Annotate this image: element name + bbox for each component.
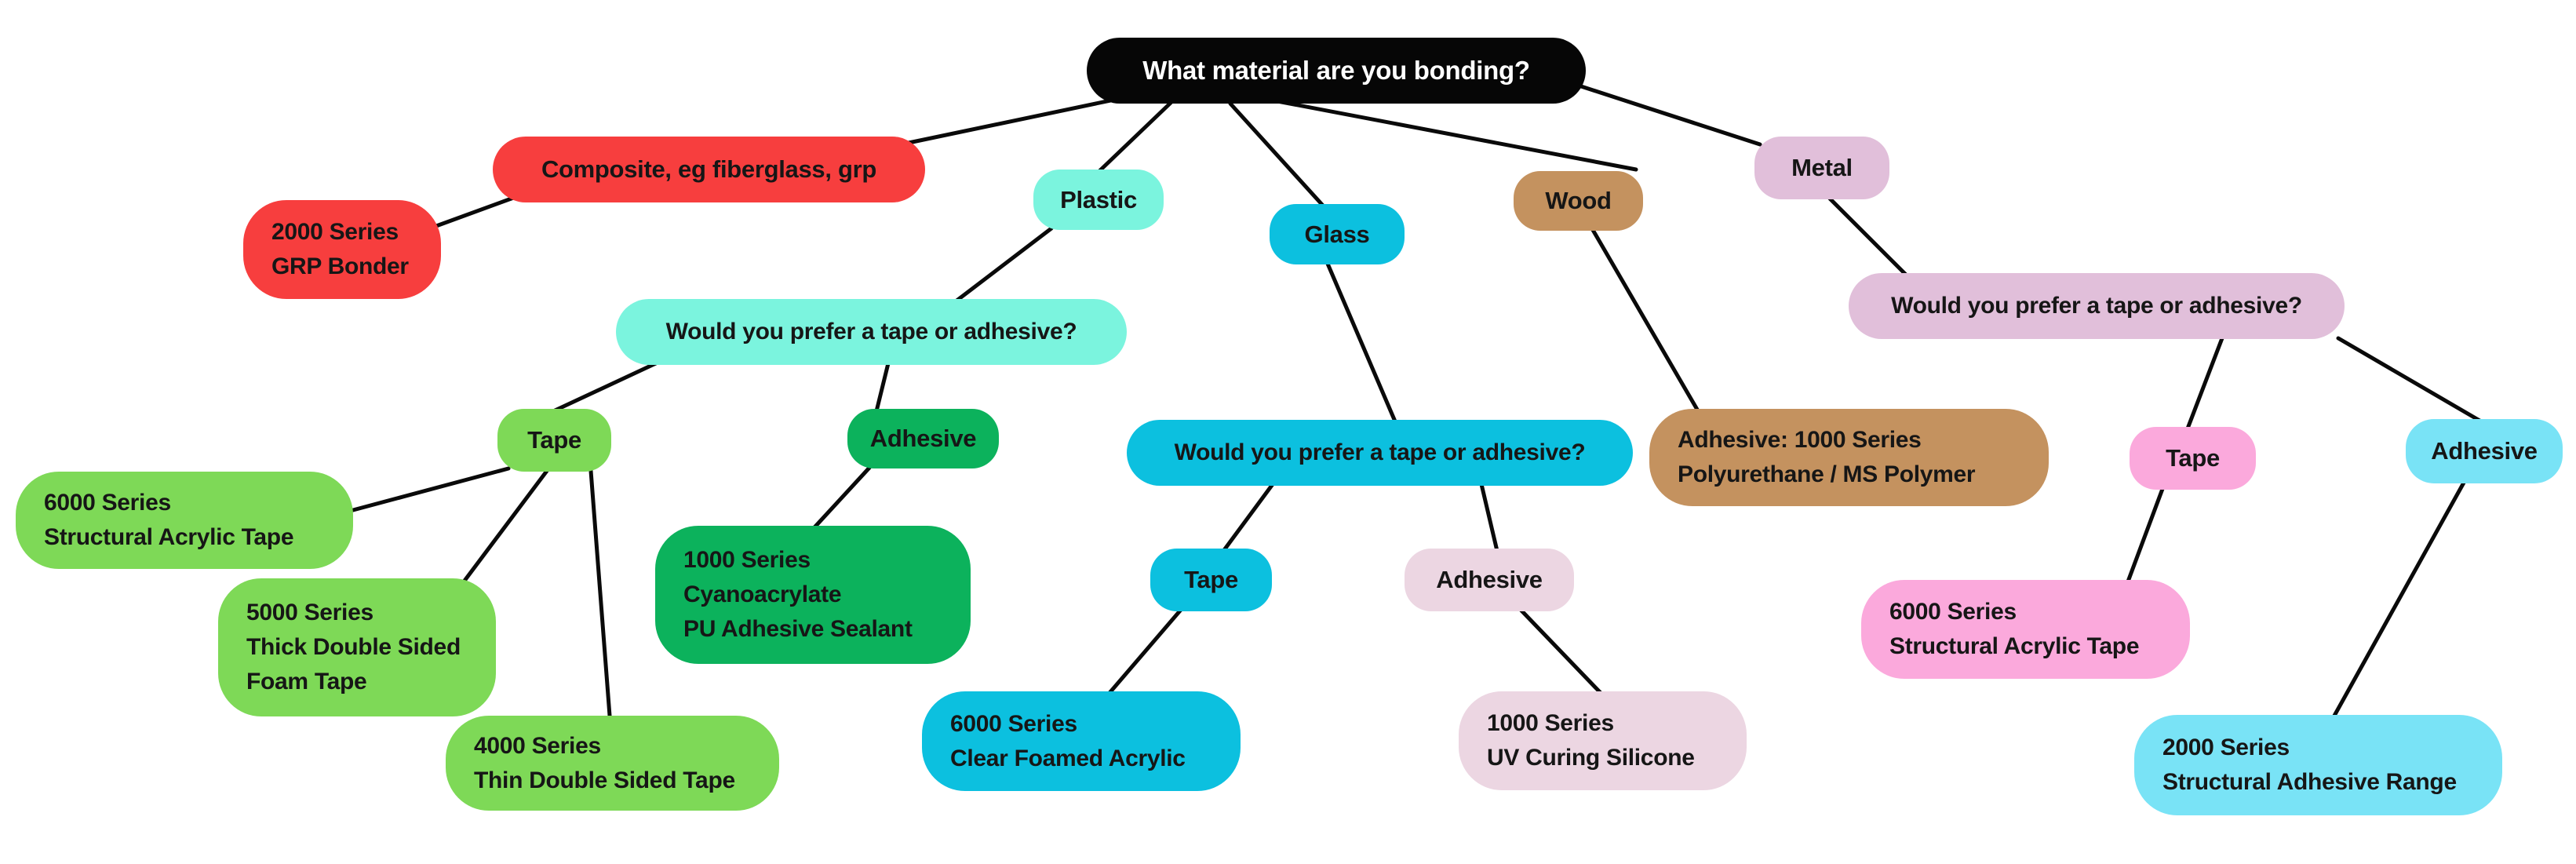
edge-adhesive-glass-s1000-glass	[1518, 607, 1603, 695]
node-s6000-glass-line-2: Clear Foamed Acrylic	[950, 745, 1186, 771]
node-plastic-line-1: Plastic	[1060, 185, 1137, 213]
node-composite: Composite, eg fiberglass, grp	[493, 137, 925, 202]
node-glass-line-1: Glass	[1304, 220, 1370, 248]
node-s1000-glass-line-2: UV Curing Silicone	[1487, 745, 1695, 771]
node-tape-metal-line-1: Tape	[2166, 444, 2220, 472]
node-plastic: Plastic	[1033, 170, 1164, 230]
node-s1000-plastic-line-1: 1000 Series	[683, 547, 811, 573]
node-s2000-metal-line-2: Structural Adhesive Range	[2162, 769, 2457, 795]
edge-root-composite	[906, 97, 1120, 145]
edge-plastic-q-plastic	[953, 226, 1054, 304]
node-adhesive-metal-line-1: Adhesive	[2431, 437, 2538, 465]
node-q-glass-line-1: Would you prefer a tape or adhesive?	[1174, 439, 1586, 465]
node-s1000-plastic-line-2: Cyanoacrylate	[683, 581, 842, 607]
node-q-metal: Would you prefer a tape or adhesive?	[1849, 273, 2345, 339]
edge-composite-grp-2000	[425, 194, 520, 231]
edge-q-glass-adhesive-glass	[1479, 482, 1499, 553]
node-glass: Glass	[1270, 204, 1405, 264]
node-root: What material are you bonding?	[1087, 38, 1586, 104]
edge-q-plastic-tape-plastic	[549, 360, 660, 414]
node-adhesive-metal: Adhesive	[2406, 419, 2563, 483]
node-composite-line-1: Composite, eg fiberglass, grp	[541, 155, 877, 183]
edge-tape-glass-s6000-glass	[1107, 607, 1183, 695]
edge-root-plastic	[1096, 100, 1173, 174]
node-s5000-plastic-line-1: 5000 Series	[246, 600, 373, 625]
node-s6000-plastic-line-1: 6000 Series	[44, 490, 171, 516]
edge-glass-q-glass	[1325, 261, 1397, 424]
edge-tape-plastic-s6000-plastic	[351, 466, 511, 512]
node-s1000-plastic-line-3: PU Adhesive Sealant	[683, 616, 913, 642]
edge-root-metal	[1579, 84, 1762, 147]
edge-tape-plastic-s4000-plastic	[588, 468, 612, 718]
node-tape-glass: Tape	[1150, 549, 1272, 611]
node-tape-glass-line-1: Tape	[1184, 566, 1238, 593]
node-metal: Metal	[1754, 137, 1889, 199]
node-adhesive-glass-line-1: Adhesive	[1436, 566, 1543, 593]
node-wood-line-1: Wood	[1545, 187, 1612, 214]
node-adhesive-wood-line-2: Polyurethane / MS Polymer	[1678, 461, 1976, 487]
node-q-plastic: Would you prefer a tape or adhesive?	[616, 299, 1127, 365]
node-s1000-glass-line-1: 1000 Series	[1487, 710, 1614, 736]
node-tape-metal: Tape	[2130, 427, 2256, 490]
node-wood: Wood	[1514, 171, 1643, 231]
edge-q-plastic-adhesive-plastic	[874, 361, 891, 414]
node-s4000-plastic-line-2: Thin Double Sided Tape	[474, 767, 735, 793]
node-adhesive-plastic: Adhesive	[847, 409, 999, 468]
node-s6000-metal-line-2: Structural Acrylic Tape	[1889, 633, 2140, 659]
node-q-glass: Would you prefer a tape or adhesive?	[1127, 420, 1633, 486]
node-s5000-plastic-line-2: Thick Double Sided	[246, 634, 461, 660]
node-s1000-glass: 1000 Series UV Curing Silicone	[1459, 691, 1747, 790]
edge-adhesive-plastic-s1000-plastic	[812, 465, 872, 530]
edge-tape-plastic-s5000-plastic	[462, 468, 549, 583]
node-adhesive-wood-line-1: Adhesive: 1000 Series	[1678, 427, 1922, 453]
edge-adhesive-metal-s2000-metal	[2332, 480, 2466, 718]
edge-root-wood	[1275, 99, 1638, 172]
node-q-plastic-line-1: Would you prefer a tape or adhesive?	[665, 319, 1077, 345]
node-s5000-plastic-line-3: Foam Tape	[246, 669, 367, 694]
edge-metal-q-metal	[1827, 196, 1909, 278]
node-q-metal-line-1: Would you prefer a tape or adhesive?	[1891, 293, 2302, 319]
node-tape-plastic: Tape	[497, 409, 611, 472]
edge-wood-adhesive-wood	[1590, 228, 1702, 416]
edge-q-metal-adhesive-metal	[2336, 336, 2483, 424]
node-adhesive-glass: Adhesive	[1405, 549, 1574, 611]
node-grp-2000-line-2: GRP Bonder	[271, 253, 409, 279]
edge-q-glass-tape-glass	[1222, 482, 1275, 552]
node-s4000-plastic-line-1: 4000 Series	[474, 732, 601, 759]
node-grp-2000-line-1: 2000 Series	[271, 219, 399, 245]
edge-root-glass	[1228, 101, 1326, 209]
node-metal-line-1: Metal	[1791, 154, 1853, 181]
edge-q-metal-tape-metal	[2185, 336, 2224, 431]
node-tape-plastic-line-1: Tape	[527, 426, 581, 454]
node-s2000-metal-line-1: 2000 Series	[2162, 735, 2290, 760]
node-adhesive-plastic-line-1: Adhesive	[869, 425, 977, 452]
node-s6000-metal-line-1: 6000 Series	[1889, 599, 2017, 625]
node-s6000-plastic-line-2: Structural Acrylic Tape	[44, 524, 294, 550]
edge-tape-metal-s6000-metal	[2126, 487, 2165, 584]
node-root-line-1: What material are you bonding?	[1142, 56, 1530, 85]
node-s6000-glass-line-1: 6000 Series	[950, 710, 1077, 737]
